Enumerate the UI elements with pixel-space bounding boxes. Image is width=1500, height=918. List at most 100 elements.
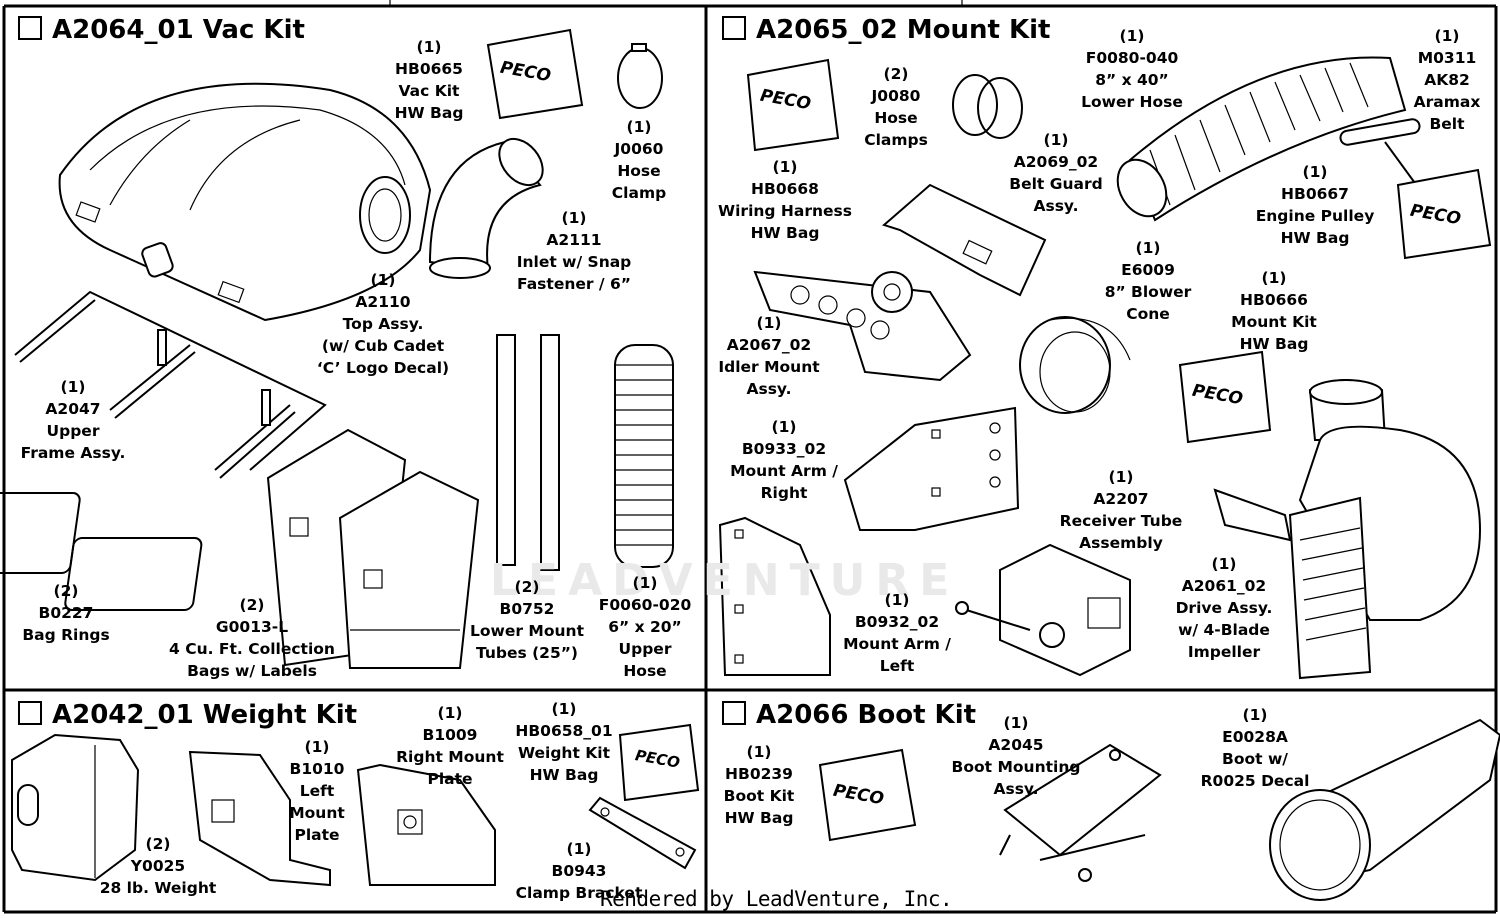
part-label-line: HB0239 [725, 765, 793, 783]
part-label-line: ‘C’ Logo Decal) [316, 359, 450, 377]
part-label-line: Clamps [864, 131, 928, 149]
part-label-line: HW Bag [1280, 229, 1350, 247]
part-label-line: HW Bag [750, 224, 820, 242]
part-label-line: Engine Pulley [1255, 207, 1375, 225]
part-label-line: A2069_02 [1013, 153, 1099, 171]
footer-credit: Rendered by LeadVenture, Inc. [600, 887, 953, 911]
part-label-line: 8” Blower [1104, 283, 1192, 301]
part-label-line: Weight Kit [517, 744, 611, 762]
part-label-line: Drive Assy. [1175, 599, 1273, 617]
kit-title-weight: A2042_01 Weight Kit [18, 700, 357, 730]
part-label-line: (1) [416, 38, 442, 56]
hw-bag-boot-drawing [818, 748, 917, 842]
kit-title-mount: A2065_02 Mount Kit [722, 15, 1050, 45]
part-label-line: Clamp [611, 184, 667, 202]
part-label-line: G0013-L [215, 618, 289, 636]
hw-bag-weight-drawing [618, 723, 700, 802]
part-label-line: (2) [239, 596, 265, 614]
part-label-line: Belt Guard [1009, 175, 1103, 193]
part-label-line: A2045 [988, 736, 1044, 754]
part-label-line: Left [299, 782, 335, 800]
part-label-line: (1) [772, 158, 798, 176]
kit-checkbox[interactable] [722, 16, 746, 40]
part-label-line: B0943 [551, 862, 607, 880]
part-label-line: (2) [514, 578, 540, 596]
hw-bag-engine-pulley-drawing [1396, 168, 1492, 260]
part-label-line: Left [879, 657, 915, 675]
hw-bag-wiring-drawing [746, 58, 840, 152]
part-label-line: w/ 4-Blade [1178, 621, 1270, 639]
part-label-line: B1009 [422, 726, 478, 744]
part-label-line: Right Mount [396, 748, 504, 766]
collection-bags-drawing [266, 428, 480, 669]
part-label-line: HW Bag [394, 104, 464, 122]
part-label-line: M0311 [1417, 49, 1477, 67]
part-label-line: 6” x 20” [608, 618, 682, 636]
belt-guard-drawing [881, 183, 1047, 297]
part-label-line: (1) [1261, 269, 1287, 287]
part-label-line: HB0666 [1240, 291, 1308, 309]
clamp-bracket-drawing [588, 796, 697, 870]
hose-clamps-drawing [952, 74, 1023, 139]
part-label-line: AK82 [1424, 71, 1470, 89]
drive-assy-drawing [1213, 379, 1482, 680]
part-label-line: R0025 Decal [1200, 772, 1310, 790]
part-label-line: (1) [566, 840, 592, 858]
part-label-line: 8” x 40” [1095, 71, 1169, 89]
watermark: LEADVENTURE [490, 555, 960, 606]
part-label-line: (1) [1302, 163, 1328, 181]
part-label-line: Wiring Harness [718, 202, 852, 220]
part-label-line: Vac Kit [398, 82, 460, 100]
part-label-line: Mount [289, 804, 345, 822]
lower-mount-tubes-drawing [496, 334, 560, 571]
upper-hose-drawing [614, 344, 674, 568]
part-label-line: Aramax [1413, 93, 1481, 111]
part-label-line: Plate [294, 826, 340, 844]
kit-checkbox[interactable] [18, 16, 42, 40]
part-label-line: (2) [145, 835, 171, 853]
mount-arm-right-drawing [843, 406, 1020, 531]
receiver-tube-drawing [955, 543, 1131, 677]
part-label-line: (1) [746, 743, 772, 761]
part-label-line: (1) [1135, 239, 1161, 257]
part-label-line: Hose [874, 109, 918, 127]
kit-checkbox[interactable] [722, 701, 746, 725]
part-label-line: F0080-040 [1085, 49, 1179, 67]
part-label-line: Assy. [1033, 197, 1079, 215]
part-label-line: (1) [561, 209, 587, 227]
idler-mount-drawing [753, 270, 972, 382]
hw-bag-mount-kit-drawing [1178, 350, 1272, 444]
part-label-line: 28 lb. Weight [99, 879, 217, 897]
part-label-line: B0932_02 [854, 613, 940, 631]
part-label-line: Top Assy. [342, 315, 424, 333]
part-label-line: (1) [437, 704, 463, 722]
part-label-line: J0080 [871, 87, 921, 105]
part-label-line: (1) [1043, 131, 1069, 149]
lower-hose-drawing [1116, 56, 1407, 222]
part-label-line: (1) [370, 271, 396, 289]
part-label-line: (1) [632, 574, 658, 592]
part-label-line: Mount Arm / [730, 462, 838, 480]
part-label-line: Receiver Tube [1059, 512, 1183, 530]
part-label-line: A2111 [546, 231, 602, 249]
part-label-line: (1) [626, 118, 652, 136]
boot-drawing [1269, 718, 1500, 901]
part-label-line: Frame Assy. [20, 444, 126, 462]
kit-checkbox[interactable] [18, 701, 42, 725]
